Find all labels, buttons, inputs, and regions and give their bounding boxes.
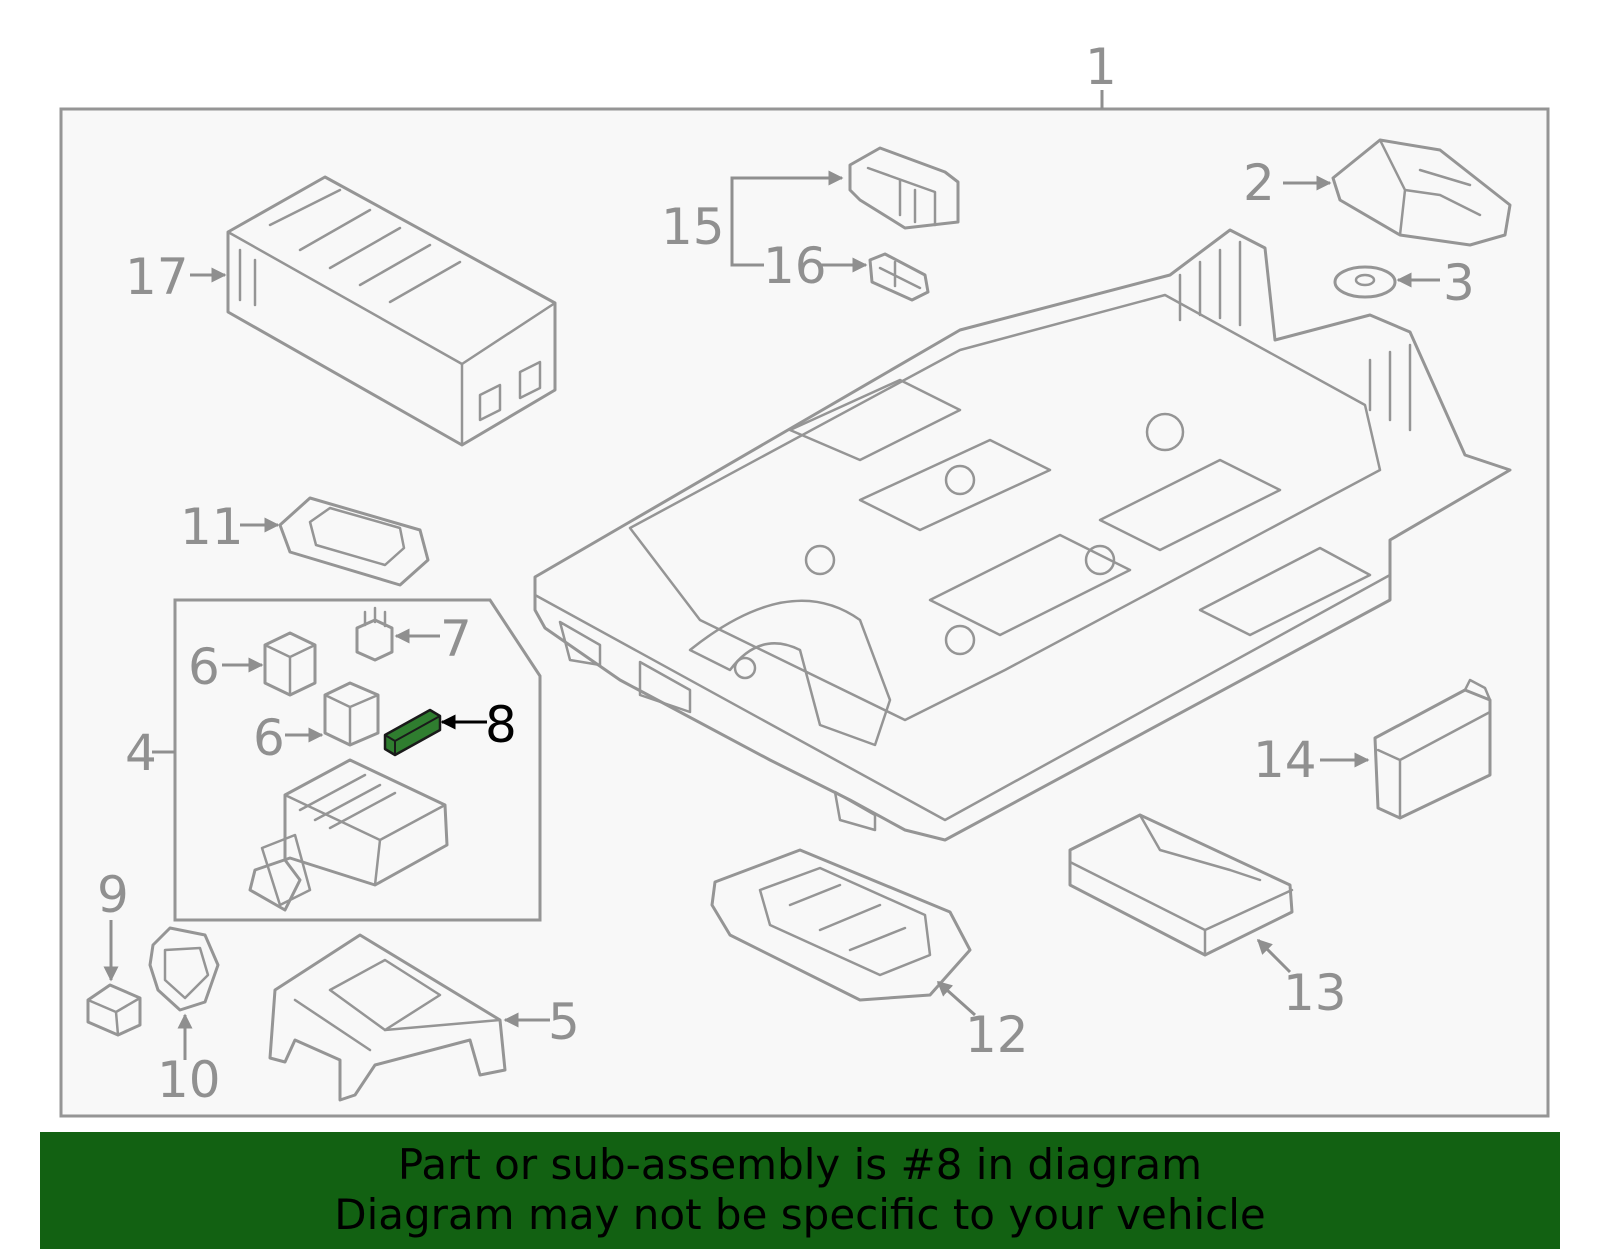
part-3-seal[interactable]: [1333, 265, 1397, 299]
callout-8: 8: [485, 696, 517, 754]
callout-4: 4: [125, 724, 157, 782]
leader-12: [936, 980, 976, 1017]
callout-13: 13: [1283, 964, 1347, 1022]
callout-16: 16: [763, 237, 827, 295]
callout-14: 14: [1253, 731, 1317, 789]
part-6-relay-upper[interactable]: [263, 631, 317, 697]
part-2-cover[interactable]: [1331, 138, 1512, 247]
part-12-lower-plate[interactable]: [710, 848, 972, 1002]
callout-11: 11: [180, 498, 244, 556]
footer-line-2: Diagram may not be specific to your vehi…: [334, 1190, 1266, 1239]
part-1-battery-tray[interactable]: [533, 228, 1512, 842]
part-5-bracket[interactable]: [268, 933, 507, 1102]
footer-line-1: Part or sub-assembly is #8 in diagram: [397, 1140, 1203, 1189]
callout-9: 9: [97, 866, 129, 924]
part-4-junction-box[interactable]: [248, 758, 449, 912]
part-6-relay-lower[interactable]: [323, 681, 380, 747]
callout-12: 12: [965, 1006, 1029, 1064]
part-16-connector[interactable]: [868, 252, 930, 302]
part-8-fuse-highlight[interactable]: [383, 708, 442, 757]
callout-1: 1: [1085, 38, 1117, 96]
part-9-clip[interactable]: [86, 983, 142, 1037]
part-11-seal-plate[interactable]: [278, 496, 430, 587]
part-13-tray-cover[interactable]: [1068, 813, 1294, 957]
part-7-connector[interactable]: [355, 606, 394, 662]
part-14-control-module[interactable]: [1373, 678, 1492, 820]
callout-2: 2: [1243, 154, 1275, 212]
part-15-bracket[interactable]: [848, 146, 960, 230]
footer-banner: Part or sub-assembly is #8 in diagram Di…: [40, 1132, 1560, 1249]
callout-6-lower: 6: [253, 709, 285, 767]
callout-15: 15: [661, 198, 725, 256]
part-10-cover[interactable]: [148, 926, 220, 1012]
callout-6-upper: 6: [188, 638, 220, 696]
callout-3: 3: [1443, 254, 1475, 312]
leader-16-branch: [730, 240, 764, 267]
leader-13: [1256, 938, 1292, 974]
subassembly-4-frame: [173, 598, 542, 922]
leader-15: [730, 170, 844, 240]
callout-10: 10: [157, 1051, 221, 1109]
callout-5: 5: [548, 993, 580, 1051]
callout-17: 17: [125, 248, 189, 306]
part-17-battery-module[interactable]: [226, 175, 557, 447]
callout-7: 7: [440, 610, 472, 668]
